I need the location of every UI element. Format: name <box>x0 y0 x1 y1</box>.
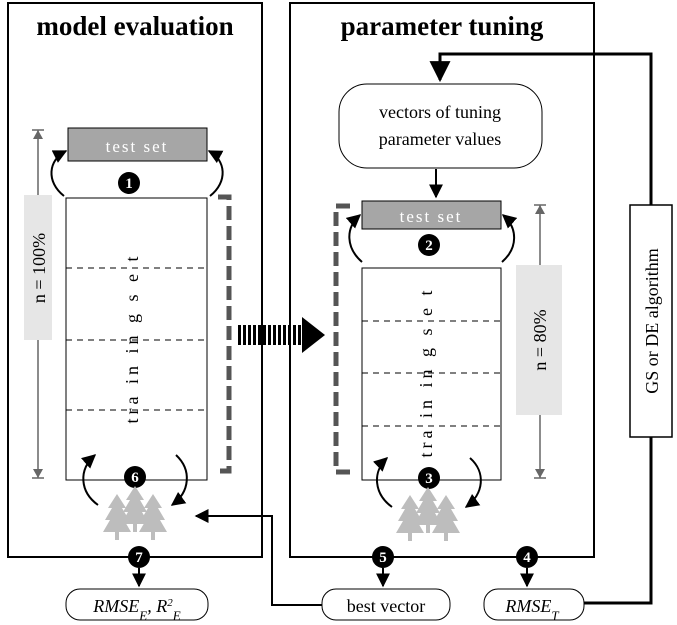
algorithm-label: GS or DE algorithm <box>642 248 662 394</box>
left-training-set <box>65 197 208 481</box>
step-3-marker <box>418 467 440 489</box>
step-5-label: 5 <box>379 550 387 566</box>
step-7-label: 7 <box>135 550 143 566</box>
transfer-arrow <box>238 317 325 353</box>
left-training-set-label: tra in in g s e t <box>122 253 142 424</box>
step-6-marker <box>124 466 146 488</box>
rmse-e-output-box <box>65 588 209 621</box>
right-dashed-bracket <box>333 203 350 475</box>
tuning-vectors-box <box>338 83 543 169</box>
step-5-marker <box>372 546 394 568</box>
step-2-label: 2 <box>425 238 433 254</box>
rmse-t-output-box <box>483 588 585 621</box>
n-80-label-box <box>516 265 562 415</box>
step-6-label: 6 <box>131 470 139 486</box>
tuning-vectors-line1: vectors of tuning <box>379 102 501 122</box>
step-4-marker <box>516 546 538 568</box>
step-2-marker <box>418 234 440 256</box>
algorithm-to-vectors-arrow <box>429 52 653 205</box>
model-evaluation-title: model evaluation <box>36 11 233 41</box>
right-test-set <box>361 200 502 230</box>
left-trees-icon <box>103 486 167 540</box>
right-training-set-label: tra in in g s e t <box>416 287 436 458</box>
parameter-tuning-title: parameter tuning <box>341 11 544 41</box>
right-trees-icon <box>396 487 460 541</box>
best-vector-label: best vector <box>347 596 425 616</box>
step-1-label: 1 <box>125 176 133 192</box>
left-test-set <box>67 127 208 162</box>
left-dashed-bracket <box>218 194 232 474</box>
n-100-label-box <box>24 195 52 340</box>
best-vector-feedback-arrow <box>194 509 322 606</box>
right-training-set <box>361 267 502 481</box>
step-4-label: 4 <box>523 550 531 566</box>
right-test-set-label: test set <box>400 207 463 226</box>
step-1-marker <box>118 172 140 194</box>
parameter-tuning-panel <box>289 2 595 558</box>
step-3-label: 3 <box>425 471 433 487</box>
n-100-label: n = 100% <box>29 233 49 303</box>
left-test-set-label: test set <box>106 137 169 156</box>
algorithm-box <box>629 204 673 438</box>
rmse-t-to-algorithm-line <box>584 437 653 605</box>
tuning-vectors-line2: parameter values <box>379 129 501 149</box>
n-80-label: n = 80% <box>530 309 550 370</box>
step-7-marker <box>128 546 150 568</box>
